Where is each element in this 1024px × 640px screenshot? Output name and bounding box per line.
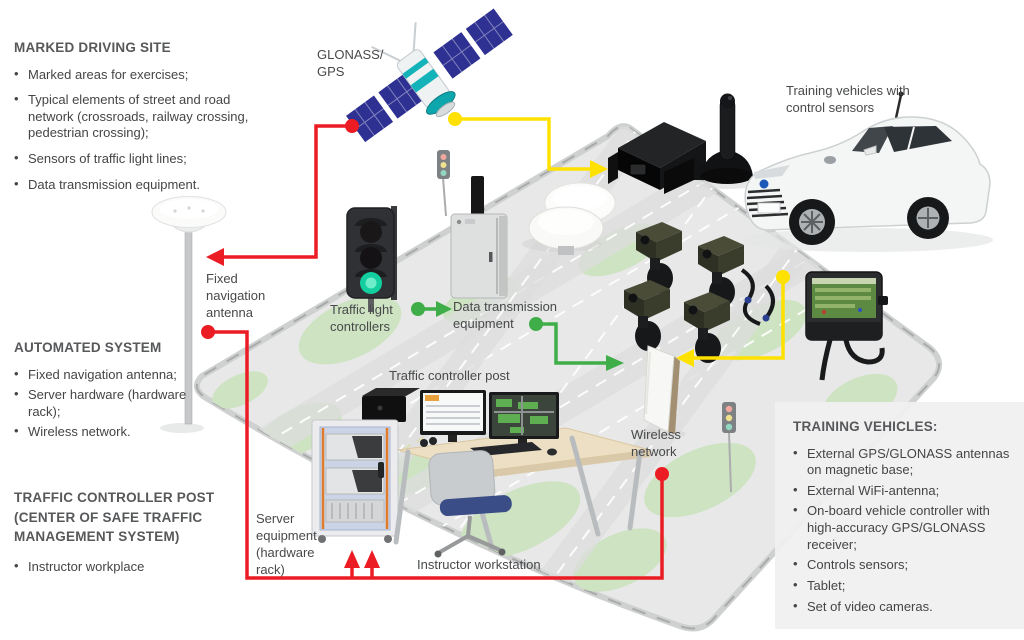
dome-antenna-icon: [522, 182, 616, 255]
label-training-vehicles-note: Training vehicles with control sensors: [786, 83, 910, 115]
section-automated-system: AUTOMATED SYSTEM Fixed navigation antenn…: [14, 338, 219, 445]
data-cabinet-icon: [450, 176, 508, 299]
arrowhead-icon: [590, 160, 608, 178]
mini-traffic-light-icon: [722, 402, 736, 493]
instructor-desk-icon: [393, 390, 651, 558]
bullet-item: On-board vehicle controller with high-ac…: [793, 502, 1016, 553]
arrowhead-icon: [206, 248, 224, 266]
bullet-item: Typical elements of street and road netw…: [14, 91, 262, 142]
section-training-vehicles: TRAINING VEHICLES: External GPS/GLONASS …: [775, 402, 1024, 630]
connector-dot: [411, 302, 425, 316]
connector-dot: [776, 270, 790, 284]
bullet-item: Fixed navigation antenna;: [14, 366, 219, 384]
connector-red-antenna-to-server-wireless: [208, 330, 664, 580]
magnetic-antenna-icon: [697, 93, 757, 189]
bullet-item: External WiFi-antenna;: [793, 482, 1016, 500]
bullet-item: Data transmission equipment.: [14, 176, 262, 194]
connector-green-data-to-wireless: [536, 322, 608, 365]
onboard-controller-icon: [608, 122, 718, 194]
section-title: AUTOMATED SYSTEM: [14, 340, 162, 355]
label-fixed-navigation-antenna: Fixed navigation antenna: [206, 271, 266, 320]
server-rack-icon: [311, 388, 420, 543]
bullet-item: Server hardware (hardware rack);: [14, 386, 219, 420]
section-marked-driving-site: MARKED DRIVING SITE Marked areas for exe…: [14, 38, 262, 202]
connector-dot: [201, 325, 215, 339]
label-wireless-network: Wireless network: [631, 427, 681, 459]
traffic-light-icon: [346, 206, 397, 312]
satellite-icon: [343, 6, 515, 145]
label-server-equipment: Server equipment (hardware rack): [256, 511, 317, 577]
wireless-panel-icon: [634, 345, 686, 439]
connector-dot: [655, 467, 669, 481]
bullet-list: Instructor workplace: [14, 558, 249, 576]
video-cameras-icon: [624, 222, 775, 363]
connector-yellow-vehicle-to-wireless: [692, 277, 785, 360]
arrowhead-icon: [606, 355, 624, 371]
arrowhead-icon: [676, 349, 694, 367]
vehicle-tablet-icon: [805, 271, 888, 381]
bullet-list: Marked areas for exercises; Typical eleme…: [14, 66, 262, 194]
bullet-item: Set of video cameras.: [793, 598, 1016, 616]
bullet-item: Wireless network.: [14, 423, 219, 441]
connector-yellow-satellite-to-controller: [455, 117, 592, 171]
bullet-item: Marked areas for exercises;: [14, 66, 262, 84]
section-traffic-controller-post: TRAFFIC CONTROLLER POST (CENTER OF SAFE …: [14, 488, 249, 579]
training-car-icon: [743, 91, 993, 252]
mini-traffic-light-icon: [437, 150, 450, 217]
section-title: TRAFFIC CONTROLLER POST (CENTER OF SAFE …: [14, 490, 215, 545]
label-glonass-gps: GLONASS/ GPS: [317, 47, 384, 79]
arrowhead-icon: [364, 550, 380, 568]
arrowhead-icon: [436, 301, 452, 317]
arrowhead-icon: [344, 550, 360, 568]
bullet-item: Sensors of traffic light lines;: [14, 150, 262, 168]
connector-dot: [448, 112, 462, 126]
bullet-item: Tablet;: [793, 577, 1016, 595]
section-title: TRAINING VEHICLES:: [793, 419, 938, 434]
bullet-item: Controls sensors;: [793, 556, 1016, 574]
connector-red-satellite-to-antenna: [222, 124, 352, 259]
label-traffic-controller-post: Traffic controller post: [389, 368, 510, 383]
connector-dot: [345, 119, 359, 133]
bullet-list: Fixed navigation antenna; Server hardware…: [14, 366, 219, 442]
label-data-transmission-equipment: Data transmission equipment: [453, 299, 558, 331]
map-curb: [195, 125, 941, 630]
label-traffic-light-controllers: Traffic light controllers: [330, 302, 393, 334]
label-instructor-workstation: Instructor workstation: [417, 557, 541, 572]
bullet-item: External GPS/GLONASS antennas on magneti…: [793, 445, 1016, 479]
bullet-item: Instructor workplace: [14, 558, 249, 576]
section-title: MARKED DRIVING SITE: [14, 40, 171, 55]
connector-dot: [529, 317, 543, 331]
bullet-list: External GPS/GLONASS antennas on magneti…: [793, 445, 1016, 616]
